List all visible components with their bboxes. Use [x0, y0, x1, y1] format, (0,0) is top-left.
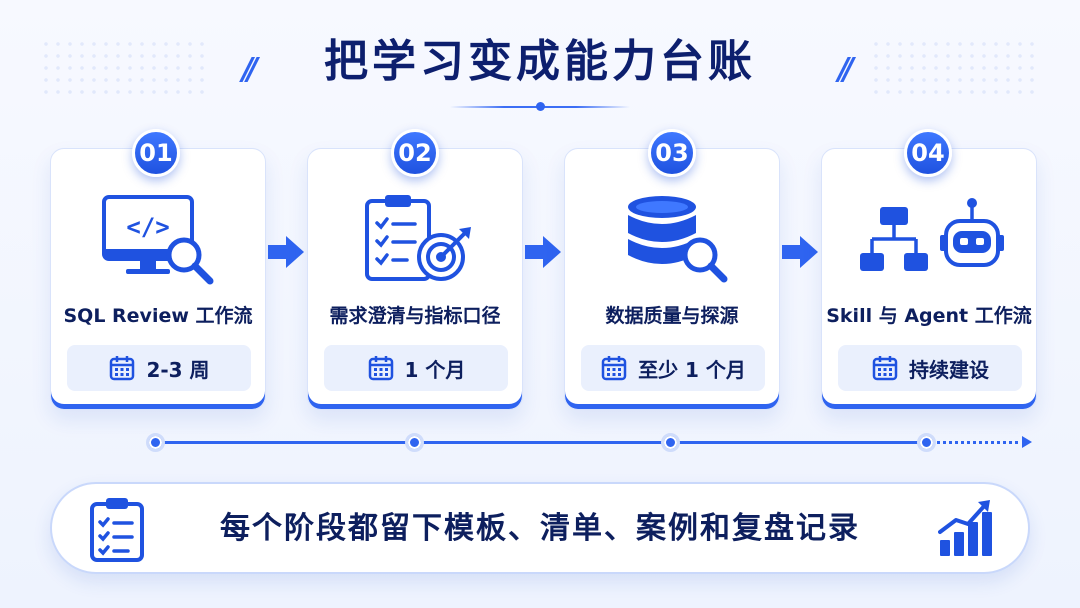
step-label: Skill 与 Agent 工作流 — [826, 305, 1032, 327]
duration-pill: 持续建设 — [838, 345, 1022, 391]
summary-text: 每个阶段都留下模板、清单、案例和复盘记录 — [220, 511, 860, 546]
calendar-icon — [110, 356, 135, 381]
duration-text: 1 个月 — [404, 357, 466, 382]
timeline-line — [156, 441, 926, 444]
arrow-right-icon — [268, 236, 304, 268]
calendar-icon — [872, 356, 898, 381]
step-badge-1: 01 — [132, 129, 180, 177]
step-label: 需求澄清与指标口径 — [329, 305, 501, 327]
step-card-2: 需求澄清与指标口径 1 个月 — [307, 148, 523, 410]
step-card-1: </> SQL Review 工作流 2-3 周 — [50, 148, 266, 410]
step-badge-2: 02 — [391, 129, 439, 177]
calendar-icon — [368, 356, 393, 381]
duration-text: 至少 1 个月 — [638, 357, 746, 382]
timeline-node-2 — [405, 433, 424, 452]
checklist-icon — [88, 496, 146, 566]
duration-pill: 2-3 周 — [67, 345, 251, 391]
svg-text:</>: </> — [126, 213, 169, 241]
arrow-right-icon — [525, 236, 561, 268]
summary-banner: 每个阶段都留下模板、清单、案例和复盘记录 — [50, 482, 1030, 574]
timeline-dashed-extension — [930, 441, 1026, 444]
calendar-icon — [601, 356, 627, 381]
clipboard-target-icon — [355, 193, 475, 289]
timeline-arrowhead — [1022, 436, 1032, 448]
page-title: 把学习变成能力台账 — [324, 36, 756, 87]
step-badge-4: 04 — [904, 129, 952, 177]
timeline-node-4 — [917, 433, 936, 452]
timeline-node-1 — [146, 433, 165, 452]
code-monitor-search-icon: </> — [98, 193, 218, 289]
step-card-3: 数据质量与探源 至少 1 个月 — [564, 148, 780, 410]
duration-pill: 至少 1 个月 — [581, 345, 765, 391]
decor-dots-right — [870, 38, 1040, 98]
duration-text: 持续建设 — [909, 357, 989, 382]
decor-dots-left — [40, 38, 210, 98]
flowchart-robot-icon — [854, 193, 1004, 289]
step-label: SQL Review 工作流 — [63, 305, 253, 327]
growth-chart-icon — [938, 498, 992, 562]
timeline-node-3 — [661, 433, 680, 452]
step-card-4: Skill 与 Agent 工作流 持续建设 — [821, 148, 1037, 410]
step-badge-3: 03 — [648, 129, 696, 177]
duration-pill: 1 个月 — [324, 345, 508, 391]
step-label: 数据质量与探源 — [605, 305, 739, 327]
duration-text: 2-3 周 — [146, 357, 210, 382]
database-search-icon — [612, 193, 732, 289]
title-underline-dot — [536, 102, 545, 111]
arrow-right-icon — [782, 236, 818, 268]
